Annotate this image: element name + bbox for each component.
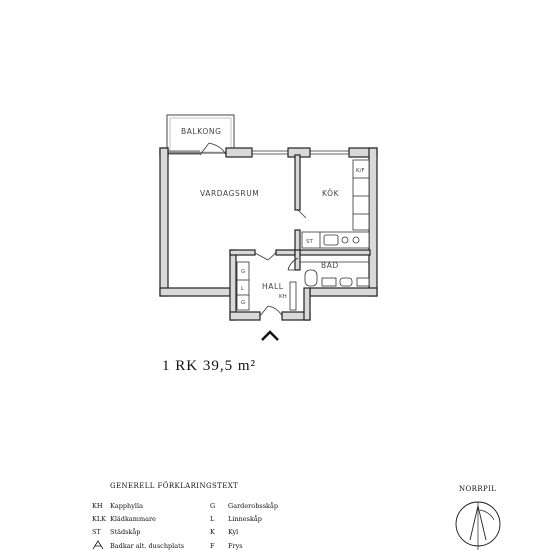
legend-desc: Badkar alt. duschplats bbox=[110, 542, 184, 550]
legend-code: L bbox=[210, 515, 215, 523]
legend-code: KH bbox=[92, 502, 103, 510]
bathroom-fixtures bbox=[300, 261, 370, 287]
legend-left: KH Kapphylla KLK Klädkammare ST Städskåp… bbox=[92, 502, 184, 550]
bathtub-symbol-icon bbox=[92, 540, 104, 550]
fixture-label-g: G bbox=[241, 300, 245, 306]
fixture-label-st: ST bbox=[306, 239, 313, 245]
hall-fixtures bbox=[236, 261, 297, 311]
legend-desc: Klädkammare bbox=[110, 515, 156, 523]
room-label-vardagsrum: VARDAGSRUM bbox=[200, 189, 259, 198]
entrance-arrow-icon bbox=[261, 330, 279, 341]
legend-desc: Garderobsskåp bbox=[228, 501, 278, 510]
legend-code: K bbox=[210, 528, 215, 536]
room-label-hall: HALL bbox=[262, 282, 284, 291]
kitchen-fixtures bbox=[301, 159, 370, 249]
legend-code: KLK bbox=[92, 515, 106, 523]
legend-desc: Linneskåp bbox=[228, 514, 262, 523]
legend-desc: Frys bbox=[228, 542, 243, 550]
legend-desc: Kyl bbox=[228, 528, 238, 536]
fixture-label-kh: KH bbox=[279, 294, 287, 300]
fixture-label-kf: K/F bbox=[356, 168, 365, 174]
windows bbox=[168, 150, 349, 155]
balcony bbox=[166, 114, 235, 154]
doors bbox=[199, 142, 307, 317]
legend-right: G Garderobsskåp L Linneskåp K Kyl F Frys bbox=[210, 501, 278, 550]
legend-desc: Kapphylla bbox=[110, 502, 143, 510]
north-label: NORRPIL bbox=[459, 485, 496, 493]
unit-title: 1 RK 39,5 m² bbox=[162, 358, 256, 374]
legend-desc: Städskåp bbox=[110, 527, 140, 536]
legend-code: F bbox=[210, 542, 215, 550]
north-arrow-icon bbox=[455, 501, 501, 550]
fixture-label-g: G bbox=[241, 269, 245, 275]
walls bbox=[159, 147, 378, 321]
room-label-bad: BAD bbox=[321, 261, 339, 270]
fixture-label-l: L bbox=[241, 286, 245, 292]
legend-code: G bbox=[210, 502, 215, 510]
legend-code: ST bbox=[92, 528, 101, 536]
legend-heading: GENERELL FÖRKLARINGSTEXT bbox=[110, 481, 238, 490]
room-label-kok: KÖK bbox=[322, 189, 340, 198]
room-label-balkong: BALKONG bbox=[181, 127, 222, 136]
